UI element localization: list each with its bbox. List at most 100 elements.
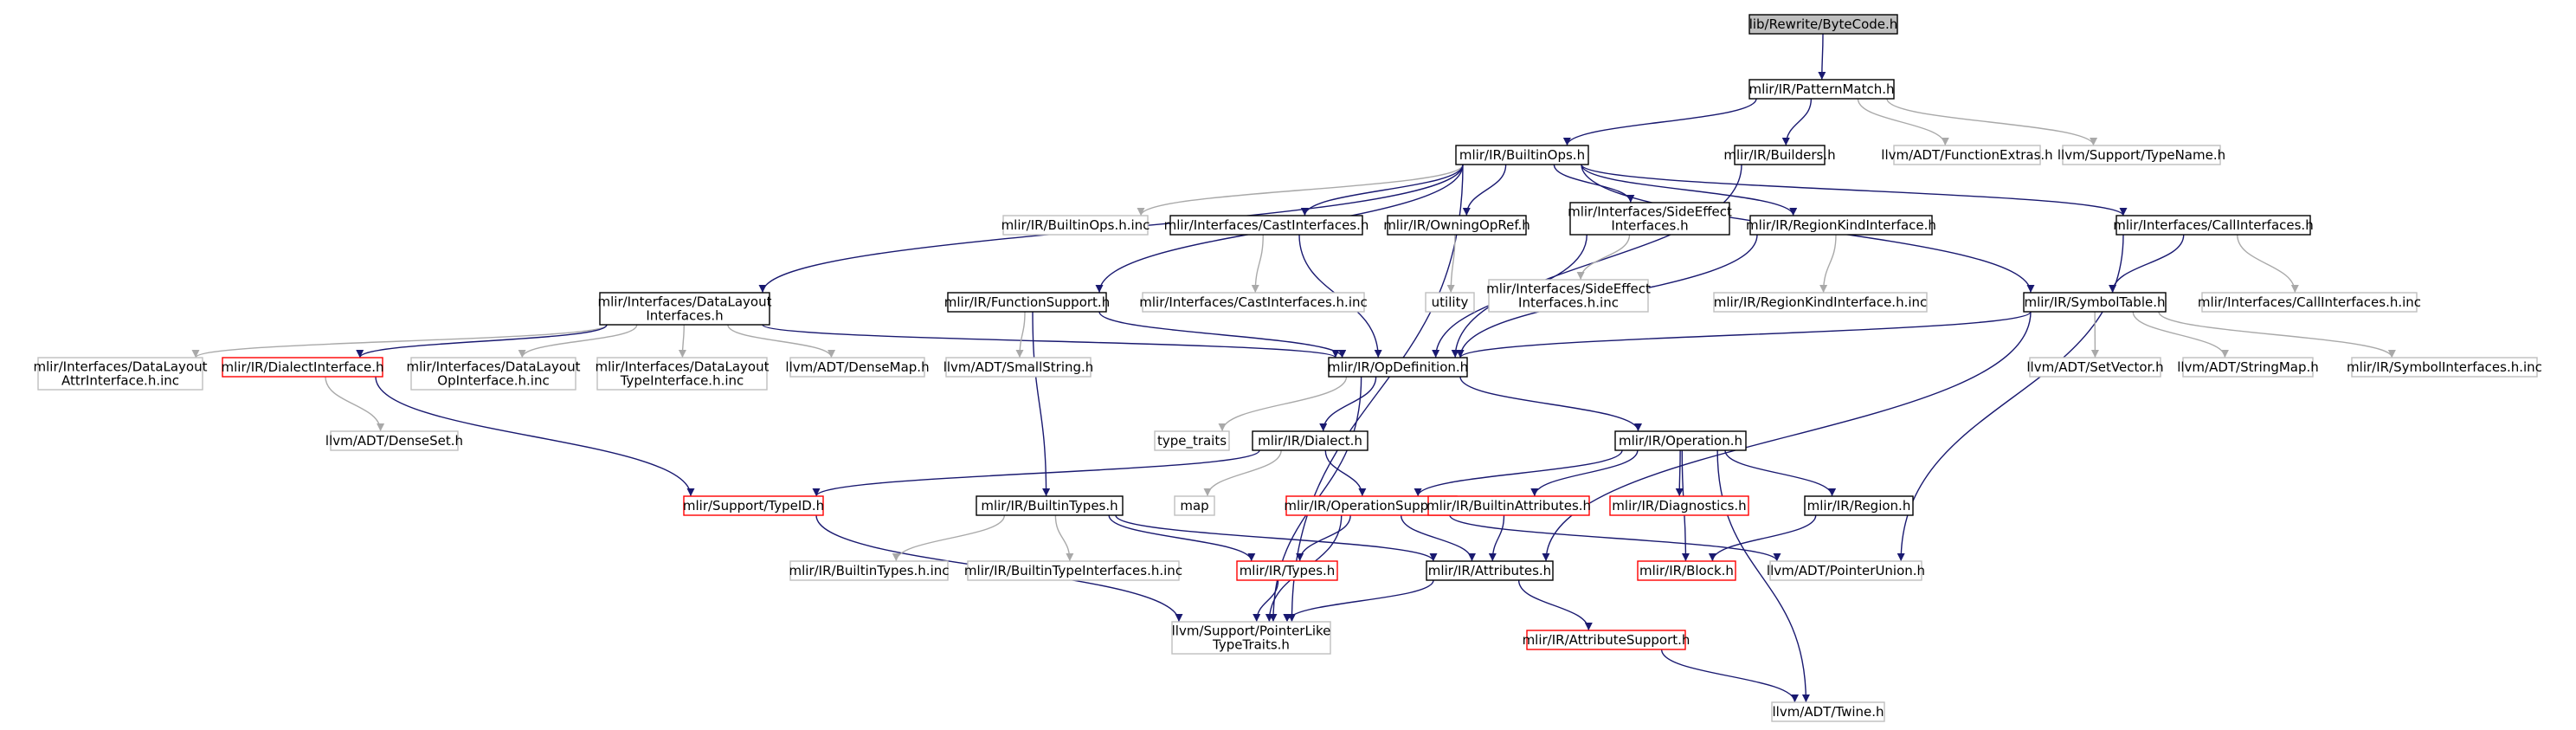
edge-dialectinterface-to-typeid <box>375 376 695 497</box>
edge-builtinops-to-sideeffect <box>1553 164 1635 203</box>
edge-bytecode-to-patternmatch <box>1818 33 1826 81</box>
node-label: mlir/IR/BuiltinTypes.h <box>981 498 1117 514</box>
node-label: mlir/IR/SymbolInterfaces.h.inc <box>2347 359 2542 375</box>
node-diagnostics[interactable]: mlir/IR/Diagnostics.h <box>1609 495 1749 516</box>
node-builtinattributes[interactable]: mlir/IR/BuiltinAttributes.h <box>1426 495 1591 516</box>
edge-types-to-pointerlike <box>1253 579 1279 623</box>
node-box <box>945 357 1092 378</box>
edge-functionsupport-to-smallstring <box>1015 311 1026 359</box>
node-box <box>2116 215 2311 236</box>
node-box <box>2023 292 2167 313</box>
node-box <box>2029 357 2161 378</box>
node-label: llvm/ADT/Twine.h <box>1772 704 1884 720</box>
node-label: utility <box>1432 294 1469 310</box>
edge-builtinops-to-builtinopsinc <box>1137 164 1464 216</box>
node-box <box>2201 292 2418 313</box>
node-label: mlir/IR/Diagnostics.h <box>1612 498 1746 514</box>
edge-opdefinition-to-operation <box>1459 376 1642 432</box>
edge-region-to-block <box>1708 514 1817 562</box>
node-label: llvm/ADT/SetVector.h <box>2026 359 2163 375</box>
node-label: mlir/Support/TypeID.h <box>683 498 824 514</box>
node-opdefinition[interactable]: mlir/IR/OpDefinition.h <box>1328 357 1468 378</box>
node-box <box>1771 701 1885 722</box>
edge-attributes-to-attributesupport <box>1517 579 1593 631</box>
node-box <box>1174 495 1215 516</box>
node-box <box>599 292 770 326</box>
node-box <box>1427 495 1590 516</box>
edge-builtinops-to-callinterfaces <box>1581 164 2128 216</box>
node-operation[interactable]: mlir/IR/Operation.h <box>1614 430 1747 451</box>
node-dialect[interactable]: mlir/IR/Dialect.h <box>1252 430 1368 451</box>
node-patternmatch[interactable]: mlir/IR/PatternMatch.h <box>1748 79 1895 100</box>
node-symboltable[interactable]: mlir/IR/SymbolTable.h <box>2023 292 2167 313</box>
edge-sideeffect-to-sideeffectinc <box>1576 234 1631 281</box>
edge-builtintypes-to-builtintypesinc <box>892 514 1006 562</box>
node-types[interactable]: mlir/IR/Types.h <box>1236 560 1338 581</box>
node-label: mlir/Interfaces/CallInterfaces.h <box>2113 217 2313 233</box>
edge-builtintypes-to-types <box>1108 514 1256 562</box>
edge-symboltable-to-opdefinition <box>1456 311 2032 359</box>
node-label: mlir/IR/Operation.h <box>1619 433 1742 449</box>
node-box <box>1893 145 2041 165</box>
node-functionsupport[interactable]: mlir/IR/FunctionSupport.h <box>944 292 1110 313</box>
node-castinterfaces[interactable]: mlir/Interfaces/CastInterfaces.h <box>1164 215 1369 236</box>
node-box <box>789 357 925 378</box>
node-box <box>1734 145 1826 165</box>
edge-dialect-to-typeid <box>812 449 1260 497</box>
node-owningopref[interactable]: mlir/IR/OwningOpRef.h <box>1383 215 1530 236</box>
edge-functionsupport-to-opdefinition <box>1098 311 1347 359</box>
node-box <box>37 357 203 391</box>
edge-symboltable-to-symbolinterfacesinc <box>2158 311 2396 359</box>
node-label: llvm/ADT/PointerUnion.h <box>1767 563 1925 578</box>
node-twine: llvm/ADT/Twine.h <box>1771 701 1885 722</box>
edge-callinterfaces-to-callinterfacesinc <box>2237 234 2299 294</box>
node-builtinops[interactable]: mlir/IR/BuiltinOps.h <box>1455 145 1589 165</box>
node-builders[interactable]: mlir/IR/Builders.h <box>1723 145 1836 165</box>
edge-functionsupport-to-builtintypes <box>1032 311 1051 497</box>
node-box <box>1455 145 1589 165</box>
node-box <box>330 430 459 451</box>
node-dialectinterface[interactable]: mlir/IR/DialectInterface.h <box>222 357 384 378</box>
node-region[interactable]: mlir/IR/Region.h <box>1804 495 1914 516</box>
node-sideeffectinc: mlir/Interfaces/SideEffectInterfaces.h.i… <box>1486 279 1651 313</box>
node-label: mlir/Interfaces/SideEffect <box>1568 204 1732 220</box>
node-bytecode: lib/Rewrite/ByteCode.h <box>1748 14 1898 35</box>
node-regionkind[interactable]: mlir/IR/RegionKindInterface.h <box>1746 215 1936 236</box>
node-block[interactable]: mlir/IR/Block.h <box>1637 560 1736 581</box>
node-label: mlir/Interfaces/DataLayout <box>596 359 770 375</box>
node-label: mlir/IR/BuiltinOps.h.inc <box>1001 217 1150 233</box>
node-callinterfaces[interactable]: mlir/Interfaces/CallInterfaces.h <box>2113 215 2314 236</box>
edge-datalayout-to-dlopinc <box>518 324 638 359</box>
node-box <box>1748 79 1895 100</box>
node-attributes[interactable]: mlir/IR/Attributes.h <box>1426 560 1554 581</box>
node-label: TypeTraits.h <box>1212 637 1290 653</box>
node-attributesupport[interactable]: mlir/IR/AttributeSupport.h <box>1523 630 1690 650</box>
node-label: mlir/IR/BuiltinAttributes.h <box>1426 498 1591 514</box>
node-operationsupport[interactable]: mlir/IR/OperationSupport.h <box>1284 495 1459 516</box>
node-label: llvm/ADT/DenseSet.h <box>325 433 463 449</box>
node-builtinopsinc: mlir/IR/BuiltinOps.h.inc <box>1001 215 1150 236</box>
edge-owningopref-to-utility <box>1446 234 1456 294</box>
node-box <box>1748 14 1898 35</box>
node-stringmap: llvm/ADT/StringMap.h <box>2177 357 2319 378</box>
node-smallstring: llvm/ADT/SmallString.h <box>943 357 1093 378</box>
node-label: Interfaces.h <box>646 308 723 324</box>
node-builtintypes[interactable]: mlir/IR/BuiltinTypes.h <box>976 495 1124 516</box>
node-label: mlir/IR/RegionKindInterface.h <box>1746 217 1936 233</box>
node-typeid[interactable]: mlir/Support/TypeID.h <box>683 495 824 516</box>
node-label: llvm/ADT/FunctionExtras.h <box>1881 147 2052 163</box>
edge-operationsupport-to-pointerunion <box>1449 514 1781 562</box>
node-box <box>1169 215 1363 236</box>
node-label: type_traits <box>1157 433 1227 449</box>
edge-patternmatch-to-builders <box>1781 98 1813 146</box>
node-label: mlir/Interfaces/CastInterfaces.h.inc <box>1139 294 1368 310</box>
node-label: mlir/Interfaces/DataLayout <box>598 294 772 310</box>
edge-dialect-to-map <box>1203 449 1282 497</box>
edge-castinterfaces-to-castinterfacesinc <box>1251 234 1264 294</box>
node-label: AttrInterface.h.inc <box>61 373 179 389</box>
edge-operation-to-diagnostics <box>1675 449 1684 497</box>
node-setvector: llvm/ADT/SetVector.h <box>2026 357 2164 378</box>
node-utility: utility <box>1425 292 1475 313</box>
